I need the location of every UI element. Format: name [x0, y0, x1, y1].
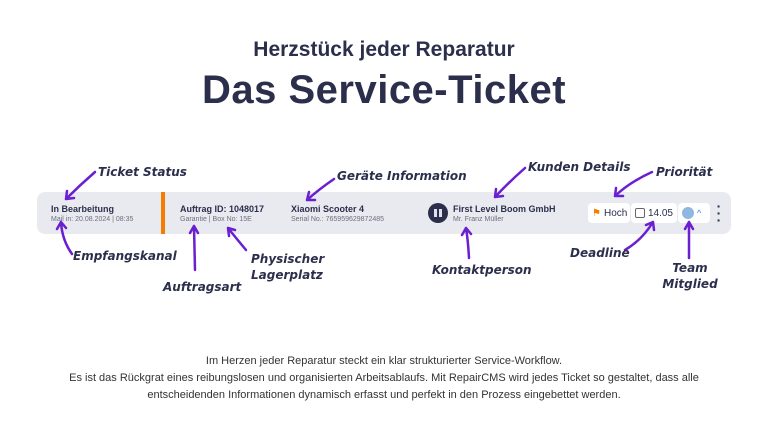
building-icon: [428, 203, 448, 223]
description: Im Herzen jeder Reparatur steckt ein kla…: [0, 353, 768, 404]
priority-chip[interactable]: ⚑ Hoch: [588, 203, 630, 223]
status-color-bar: [161, 192, 165, 234]
status-block: In Bearbeitung Mail in: 20.08.2024 | 08:…: [51, 204, 133, 223]
annotation-team: Team Mitglied: [660, 260, 720, 292]
serial-number: Serial No.: 765959629872485: [291, 216, 385, 223]
ticket-status[interactable]: In Bearbeitung: [51, 204, 115, 214]
avatar: [682, 207, 694, 219]
order-meta: Garantie | Box No: 15E: [180, 216, 252, 223]
annotation-team-line2: Mitglied: [662, 277, 718, 291]
annotation-device: Geräte Information: [337, 169, 467, 183]
deadline-chip[interactable]: 14.05: [631, 203, 677, 223]
annotation-channel: Empfangskanal: [73, 249, 177, 263]
description-line: Es ist das Rückgrat eines reibungslosen …: [69, 372, 699, 384]
order-block: Auftrag ID: 1048017 Garantie | Box No: 1…: [180, 204, 264, 223]
annotation-storage: Physischer Lagerplatz: [251, 251, 324, 283]
annotation-ticket-status: Ticket Status: [98, 165, 187, 179]
annotation-team-line1: Team: [672, 261, 708, 275]
order-id[interactable]: Auftrag ID: 1048017: [180, 204, 265, 214]
annotation-contact: Kontaktperson: [432, 263, 532, 277]
deadline-date: 14.05: [647, 207, 673, 219]
more-menu-icon[interactable]: ···: [716, 198, 722, 228]
calendar-icon: [635, 208, 645, 218]
contact-person: Mr. Franz Müller: [453, 216, 504, 223]
subtitle: Herzstück jeder Reparatur: [253, 38, 515, 61]
priority-label: Hoch: [603, 207, 628, 219]
customer-block: First Level Boom GmbH Mr. Franz Müller: [453, 204, 556, 223]
annotation-priority: Priorität: [656, 165, 713, 179]
device-name[interactable]: Xiaomi Scooter 4: [291, 204, 365, 214]
annotation-storage-line1: Physischer: [251, 252, 325, 266]
annotation-customer: Kunden Details: [528, 160, 631, 174]
flag-icon: ⚑: [592, 207, 601, 219]
annotation-deadline: Deadline: [570, 246, 630, 260]
receiving-channel: Mail in: 20.08.2024 | 08:35: [51, 216, 134, 223]
device-block: Xiaomi Scooter 4 Serial No.: 76595962987…: [291, 204, 384, 223]
annotation-order-type: Auftragsart: [163, 280, 242, 294]
annotation-storage-line2: Lagerplatz: [251, 268, 323, 282]
team-member-chip[interactable]: ^: [678, 203, 710, 223]
page-title: Das Service-Ticket: [201, 68, 567, 112]
chevron-up-icon: ^: [697, 208, 702, 218]
description-line: entscheidenden Informationen dynamisch e…: [147, 389, 621, 401]
customer-name[interactable]: First Level Boom GmbH: [453, 204, 556, 214]
description-line: Im Herzen jeder Reparatur steckt ein kla…: [205, 355, 563, 367]
